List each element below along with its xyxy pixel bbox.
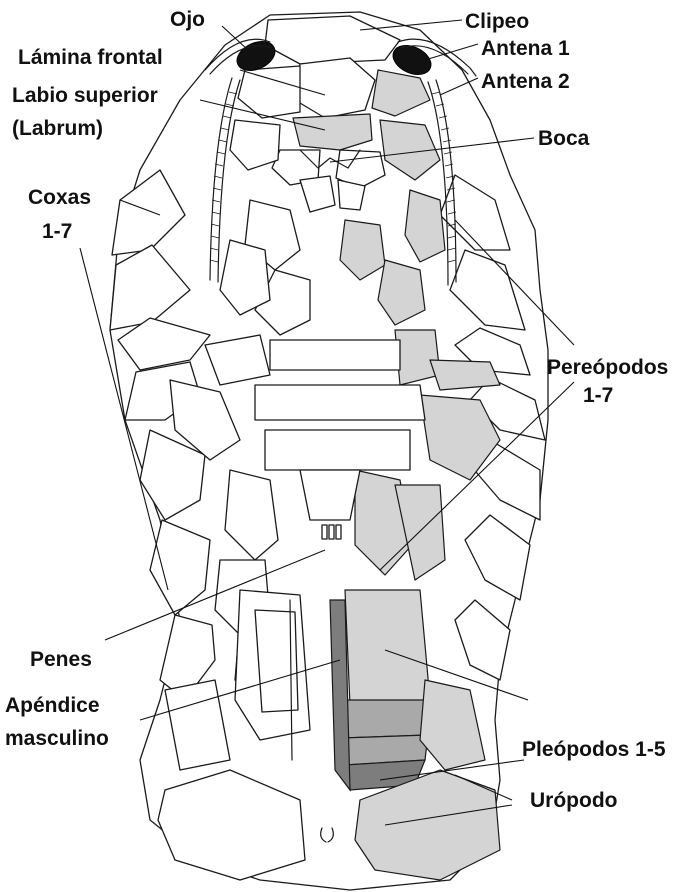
label-pleopodos: Pleópodos 1-5 xyxy=(522,738,666,761)
label-labrum: (Labrum) xyxy=(12,117,103,140)
label-boca: Boca xyxy=(538,127,590,150)
label-coxas: Coxas xyxy=(28,186,91,209)
label-pereopodos: Pereópodos xyxy=(547,356,668,379)
label-uropodo: Urópodo xyxy=(530,789,617,812)
label-antena-2: Antena 2 xyxy=(481,70,570,93)
label-masculino: masculino xyxy=(5,727,109,750)
label-lamina-frontal: Lámina frontal xyxy=(18,46,163,69)
label-penes: Penes xyxy=(30,648,92,671)
penes xyxy=(322,525,341,539)
label-antena-1: Antena 1 xyxy=(481,37,570,60)
label-pereopodos-range: 1-7 xyxy=(583,384,613,407)
pleopods-right xyxy=(330,590,430,790)
label-ojo: Ojo xyxy=(170,8,205,31)
label-coxas-range: 1-7 xyxy=(42,220,72,243)
label-clipeo: Clipeo xyxy=(465,10,529,33)
label-apendice: Apéndice xyxy=(5,694,100,717)
label-labio-superior: Labio superior xyxy=(12,84,158,107)
